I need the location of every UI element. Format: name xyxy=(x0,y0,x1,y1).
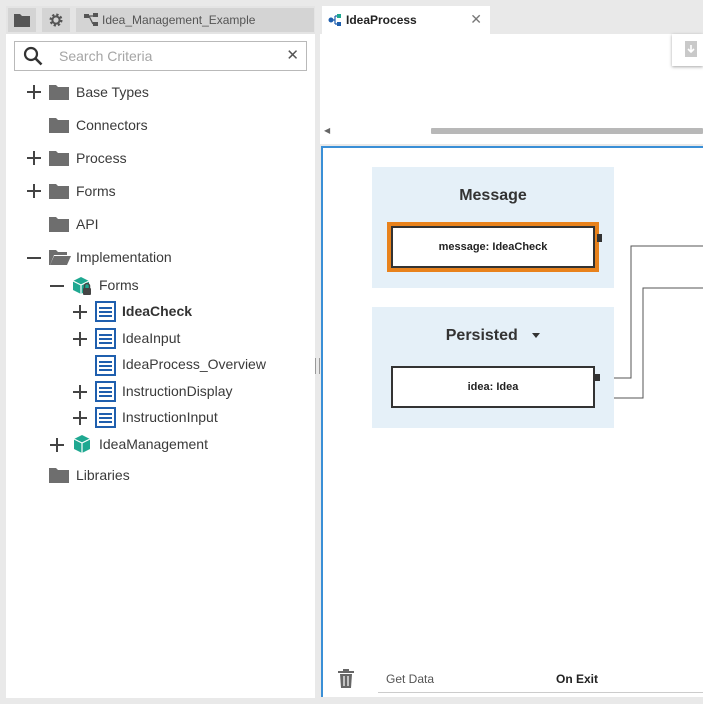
tab-ideaprocess[interactable]: IdeaProcess ✕ xyxy=(322,6,490,34)
dropdown-arrow-icon[interactable] xyxy=(532,333,541,339)
tree-item-ideainput[interactable]: IdeaInput xyxy=(122,330,181,346)
search-icon xyxy=(23,46,43,66)
form-icon xyxy=(95,301,116,322)
process-icon xyxy=(328,14,341,26)
message-group: Message message: IdeaCheck xyxy=(372,167,614,288)
folder-icon xyxy=(49,468,69,483)
search-box: ✕ xyxy=(14,41,307,71)
tree-item-impl-forms[interactable]: Forms xyxy=(99,277,139,293)
folder-icon xyxy=(49,184,69,199)
mapping-footer: Get Data On Exit xyxy=(336,668,703,694)
search-input[interactable] xyxy=(59,46,279,66)
project-tab[interactable]: Idea_Management_Example xyxy=(76,8,314,32)
clear-search-icon[interactable]: ✕ xyxy=(286,47,299,64)
persisted-group-title: Persisted xyxy=(445,327,518,344)
settings-button[interactable] xyxy=(42,8,70,32)
form-icon xyxy=(95,407,116,428)
project-tree-panel: Idea_Management_Example ✕ Base Types Con… xyxy=(6,6,315,698)
folder-icon xyxy=(49,85,69,100)
locked-package-icon xyxy=(72,277,91,295)
project-structure-icon xyxy=(84,13,98,26)
tab-on-exit[interactable]: On Exit xyxy=(548,668,703,693)
tree-item-process[interactable]: Process xyxy=(76,150,127,166)
gear-icon xyxy=(49,13,63,27)
tree-item-connectors[interactable]: Connectors xyxy=(76,117,148,133)
tree-toolbar: Idea_Management_Example xyxy=(6,6,315,34)
tree-item-base-types[interactable]: Base Types xyxy=(76,84,149,100)
trash-icon[interactable] xyxy=(338,669,354,688)
tab-get-data[interactable]: Get Data xyxy=(378,668,548,693)
expand-ideacheck-icon[interactable] xyxy=(73,305,87,319)
tree-item-libraries[interactable]: Libraries xyxy=(76,467,130,483)
package-icon xyxy=(73,435,91,453)
process-diagram-area: ◀ xyxy=(320,34,703,144)
tree-item-api[interactable]: API xyxy=(76,216,99,232)
diagram-tool-button[interactable] xyxy=(672,34,703,66)
folder-icon xyxy=(49,151,69,166)
expand-instructiondisplay-icon[interactable] xyxy=(73,385,87,399)
scroll-left-arrow-icon[interactable]: ◀ xyxy=(324,126,331,135)
tree-item-ideamanagement[interactable]: IdeaManagement xyxy=(99,436,208,452)
panel-splitter-handle[interactable] xyxy=(315,358,320,374)
tab-on-exit-label: On Exit xyxy=(556,672,599,686)
output-port[interactable] xyxy=(593,374,600,381)
tree-item-forms[interactable]: Forms xyxy=(76,183,116,199)
tree-item-instructioninput[interactable]: InstructionInput xyxy=(122,409,218,425)
expand-ideainput-icon[interactable] xyxy=(73,332,87,346)
editor-tabstrip: IdeaProcess ✕ xyxy=(320,6,703,34)
folder-button[interactable] xyxy=(8,8,36,32)
mapping-line-in xyxy=(599,287,703,399)
tree-item-ideaprocess-overview[interactable]: IdeaProcess_Overview xyxy=(122,356,266,372)
close-tab-icon[interactable]: ✕ xyxy=(470,11,482,27)
expand-process-icon[interactable] xyxy=(27,151,41,165)
collapse-implementation-icon[interactable] xyxy=(27,251,41,265)
folder-icon xyxy=(49,118,69,133)
tab-ideaprocess-label: IdeaProcess xyxy=(346,13,417,27)
form-icon xyxy=(95,328,116,349)
persisted-variable[interactable]: idea: Idea xyxy=(391,366,595,408)
persisted-group: Persisted idea: Idea xyxy=(372,307,614,428)
expand-base-types-icon[interactable] xyxy=(27,85,41,99)
folder-icon xyxy=(14,14,30,27)
data-mapping-canvas: Message message: IdeaCheck Persisted ide… xyxy=(321,146,703,697)
tree-item-ideacheck[interactable]: IdeaCheck xyxy=(122,303,193,319)
project-tab-label: Idea_Management_Example xyxy=(102,13,256,27)
selected-outline xyxy=(387,222,599,272)
message-variable[interactable]: message: IdeaCheck xyxy=(391,226,595,268)
expand-forms-icon[interactable] xyxy=(27,184,41,198)
download-icon xyxy=(685,41,697,57)
tab-get-data-label: Get Data xyxy=(386,672,435,686)
form-icon xyxy=(95,381,116,402)
folder-icon xyxy=(49,217,69,232)
horizontal-scrollbar-thumb[interactable] xyxy=(431,128,703,134)
expand-instructioninput-icon[interactable] xyxy=(73,411,87,425)
form-icon xyxy=(95,355,116,376)
mapping-line-out xyxy=(601,245,703,379)
expand-ideamanagement-icon[interactable] xyxy=(50,438,64,452)
tree-item-implementation[interactable]: Implementation xyxy=(76,249,172,265)
output-port[interactable] xyxy=(597,234,602,242)
collapse-impl-forms-icon[interactable] xyxy=(50,279,64,293)
message-group-title: Message xyxy=(459,187,527,204)
tree-item-instructiondisplay[interactable]: InstructionDisplay xyxy=(122,383,233,399)
open-folder-icon xyxy=(49,250,71,265)
persisted-title-row[interactable]: Persisted xyxy=(372,327,614,345)
